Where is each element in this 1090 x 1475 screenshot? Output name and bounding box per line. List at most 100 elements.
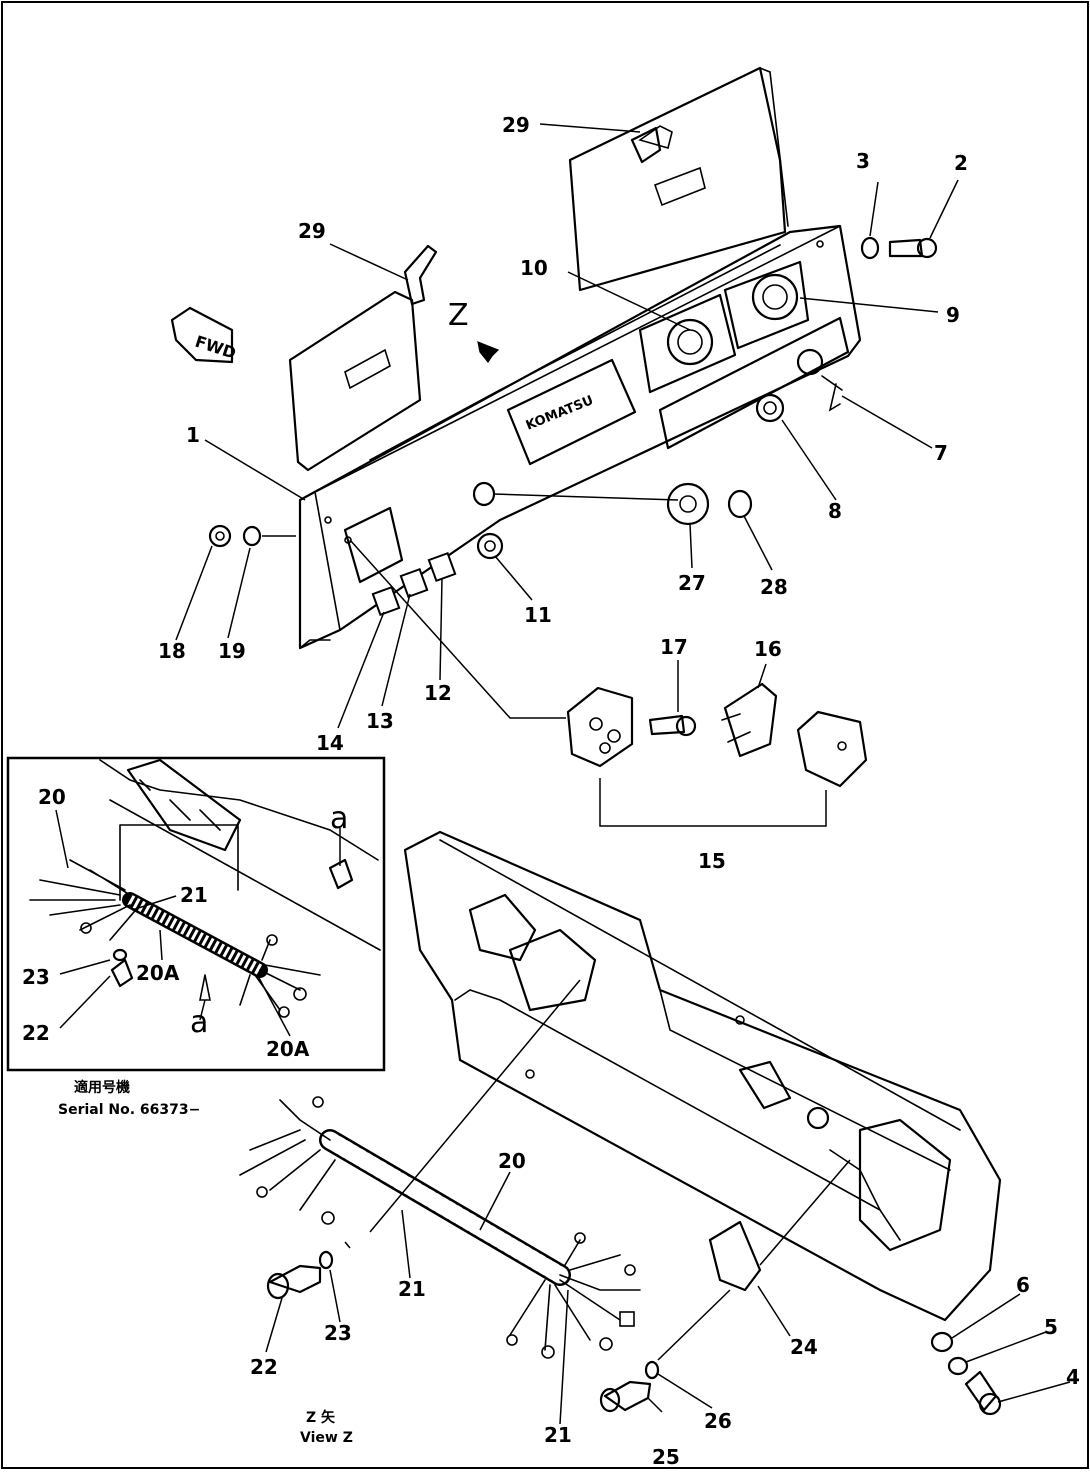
- washer-3: [860, 236, 880, 260]
- callout-29-right: 29: [502, 113, 530, 137]
- washer-23: [318, 1250, 334, 1270]
- callout-20: 20: [498, 1149, 526, 1173]
- view-z-assembly: [403, 830, 1002, 1322]
- callout-8: 8: [828, 499, 842, 523]
- dash-underside: [403, 830, 1002, 1322]
- callout-19: 19: [218, 639, 246, 663]
- callout-5: 5: [1044, 1315, 1058, 1339]
- gauge-9: [751, 273, 799, 321]
- callout-4: 4: [1066, 1365, 1080, 1389]
- gauge-housing-10: [638, 293, 737, 394]
- callout-12: 12: [424, 681, 452, 705]
- harness-leader: [369, 979, 581, 1233]
- callout-9: 9: [946, 303, 960, 327]
- gauge-10: [666, 318, 714, 366]
- plug-27: [666, 482, 710, 526]
- switch-14: [371, 585, 401, 617]
- view-direction-arrow-icon: [477, 341, 500, 364]
- view-note-japanese: Z 矢: [306, 1409, 336, 1426]
- dash-body: [298, 224, 862, 650]
- screw-17: [648, 714, 686, 736]
- washer-5: [947, 1356, 969, 1376]
- callout-21-bottom: 21: [544, 1423, 572, 1447]
- wire-harness-20: [239, 979, 641, 1359]
- callout-17: 17: [660, 635, 688, 659]
- callout-23: 23: [324, 1321, 352, 1345]
- inset-callout-a-right: a: [330, 801, 348, 836]
- rear-connector: [858, 1118, 952, 1252]
- callout-6: 6: [1016, 1273, 1030, 1297]
- callout-25: 25: [652, 1445, 680, 1469]
- inset-callout-23: 23: [22, 965, 50, 989]
- callout-15: 15: [698, 849, 726, 873]
- inset-bolt-22: [110, 958, 134, 988]
- left-window: [343, 506, 404, 584]
- bolt-22: [268, 1264, 322, 1294]
- brand-plate: [506, 358, 637, 466]
- bracket-24: [708, 1220, 762, 1292]
- callout-16: 16: [754, 637, 782, 661]
- connector-block-2: [508, 928, 597, 1012]
- knob-8: [755, 393, 785, 423]
- callout-1: 1: [186, 423, 200, 447]
- inset-clip: [328, 858, 354, 890]
- view-note-caption: View Z: [300, 1430, 353, 1446]
- washer-19: [242, 525, 262, 547]
- callout-7: 7: [934, 441, 948, 465]
- connector-block-1: [468, 893, 537, 962]
- callout-26: 26: [704, 1409, 732, 1433]
- switch-12: [427, 551, 457, 583]
- callout-10: 10: [520, 256, 548, 280]
- inset-callout-20: 20: [38, 785, 66, 809]
- key-switch-7: [796, 348, 824, 376]
- callout-28: 28: [760, 575, 788, 599]
- gauge-housing-9: [723, 260, 810, 350]
- inset-washer-23: [112, 948, 128, 962]
- nut-18: [208, 524, 232, 548]
- monitor-assembly-15: [566, 682, 868, 827]
- inset-note-japanese: 適用号機: [74, 1079, 130, 1096]
- callout-18: 18: [158, 639, 186, 663]
- cover-15: [796, 710, 868, 788]
- brand-text: KOMATSU: [524, 393, 596, 434]
- callout-24: 24: [790, 1335, 818, 1359]
- callout-2: 2: [954, 151, 968, 175]
- inset-callout-22: 22: [22, 1021, 50, 1045]
- callout-11: 11: [524, 603, 552, 627]
- plug-28: [727, 489, 753, 519]
- callout-27: 27: [678, 571, 706, 595]
- switch-13: [399, 567, 429, 599]
- latch-29-left: [403, 244, 438, 306]
- callout-22: 22: [250, 1355, 278, 1379]
- callout-29-left: 29: [298, 219, 326, 243]
- lower-right-window: [658, 316, 850, 450]
- instrument-panel: [288, 66, 862, 650]
- latch-29-right: [630, 126, 662, 164]
- bracket: [738, 1060, 792, 1110]
- bolt-25: [603, 1380, 652, 1412]
- callout-13: 13: [366, 709, 394, 733]
- washer-6: [930, 1331, 954, 1353]
- view-z-label: Z: [448, 298, 469, 333]
- inset-connector: [126, 758, 242, 852]
- inset-note-serial: Serial No. 66373−: [58, 1102, 200, 1118]
- fwd-tag: FWD: [170, 306, 238, 364]
- inset-callout-21: 21: [180, 883, 208, 907]
- right-cover: [568, 66, 787, 292]
- callouts: 29 29 3 2 10 9 7 8 1 18 19 11 12 13 14 2…: [22, 113, 1080, 1469]
- callout-14: 14: [316, 731, 344, 755]
- left-cover: [288, 290, 422, 472]
- callout-21-left: 21: [398, 1277, 426, 1301]
- inset-callout-20a-lower: 20A: [266, 1037, 310, 1061]
- serial-inset: [6, 756, 386, 1072]
- switch-11: [476, 532, 504, 560]
- inset-callout-20a-upper: 20A: [136, 961, 180, 985]
- monitor-body: [566, 686, 634, 768]
- washer-26: [644, 1360, 660, 1380]
- callout-3: 3: [856, 149, 870, 173]
- inset-callout-a-left: a: [190, 1005, 208, 1040]
- leader-lines: [55, 123, 1071, 1425]
